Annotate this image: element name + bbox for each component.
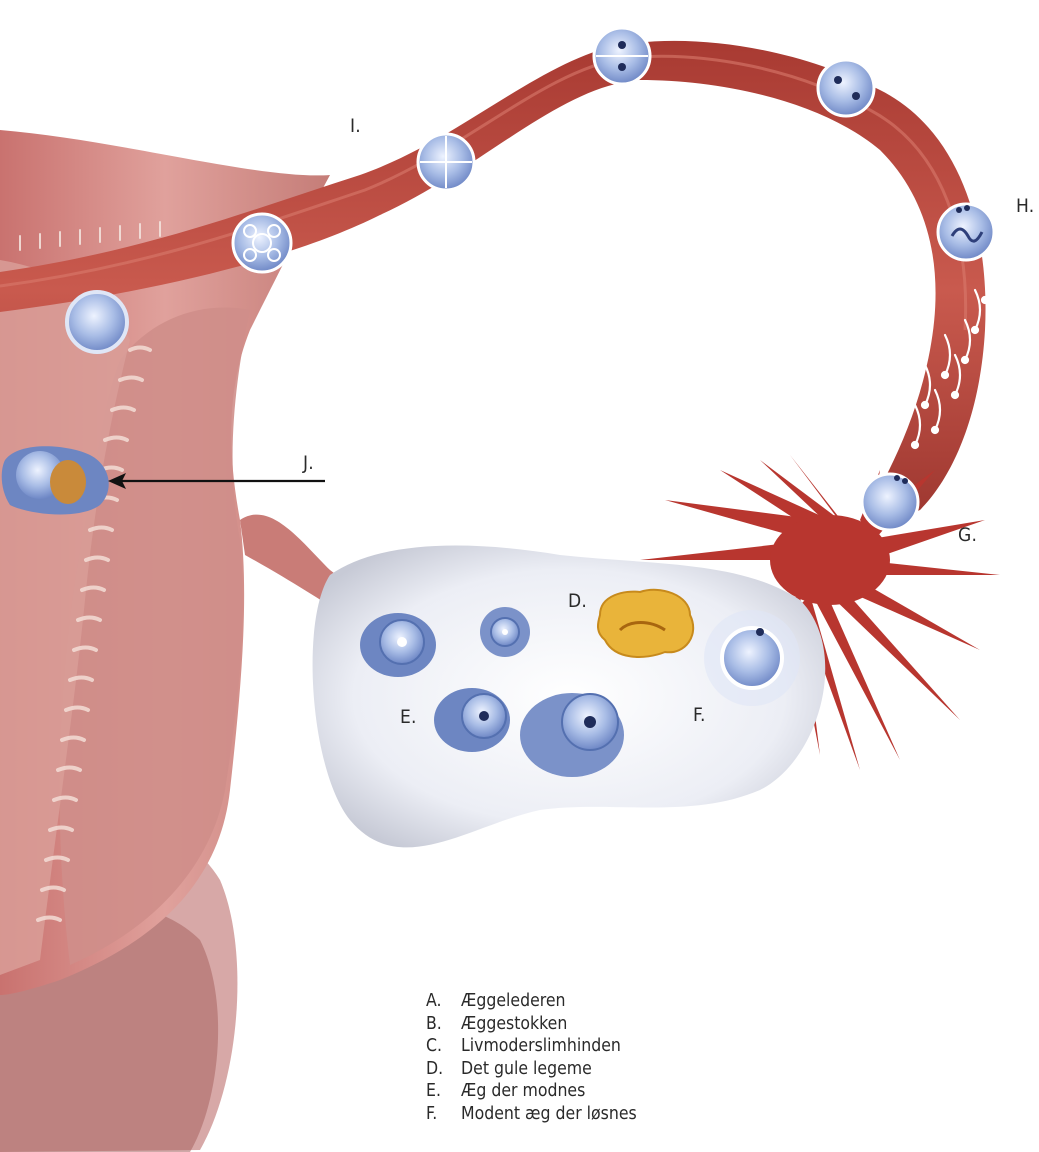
four-cell-stage (418, 134, 474, 190)
label-i: I. (350, 115, 361, 137)
label-g: G. (958, 524, 977, 546)
zygote-two-nuclei (818, 60, 874, 116)
label-f: F. (693, 704, 706, 726)
legend-item: F.Modent æg der løsnes (426, 1103, 637, 1126)
legend: A.Æggelederen B.Æggestokken C.Livmodersl… (426, 990, 637, 1126)
legend-item: E.Æg der modnes (426, 1080, 637, 1103)
label-e: E. (400, 706, 417, 728)
implanting-embryo (2, 446, 109, 514)
two-cell-stage (594, 28, 650, 84)
morula (233, 214, 291, 272)
fertilized-egg (938, 204, 994, 260)
label-d: D. (568, 590, 587, 612)
legend-item: B.Æggestokken (426, 1013, 637, 1036)
released-egg (704, 610, 800, 706)
blastocyst (67, 292, 127, 352)
legend-item: C.Livmoderslimhinden (426, 1035, 637, 1058)
legend-item: D.Det gule legeme (426, 1058, 637, 1081)
label-h: H. (1016, 195, 1034, 217)
egg-in-tube (862, 474, 918, 530)
label-j: J. (303, 452, 314, 474)
legend-item: A.Æggelederen (426, 990, 637, 1013)
